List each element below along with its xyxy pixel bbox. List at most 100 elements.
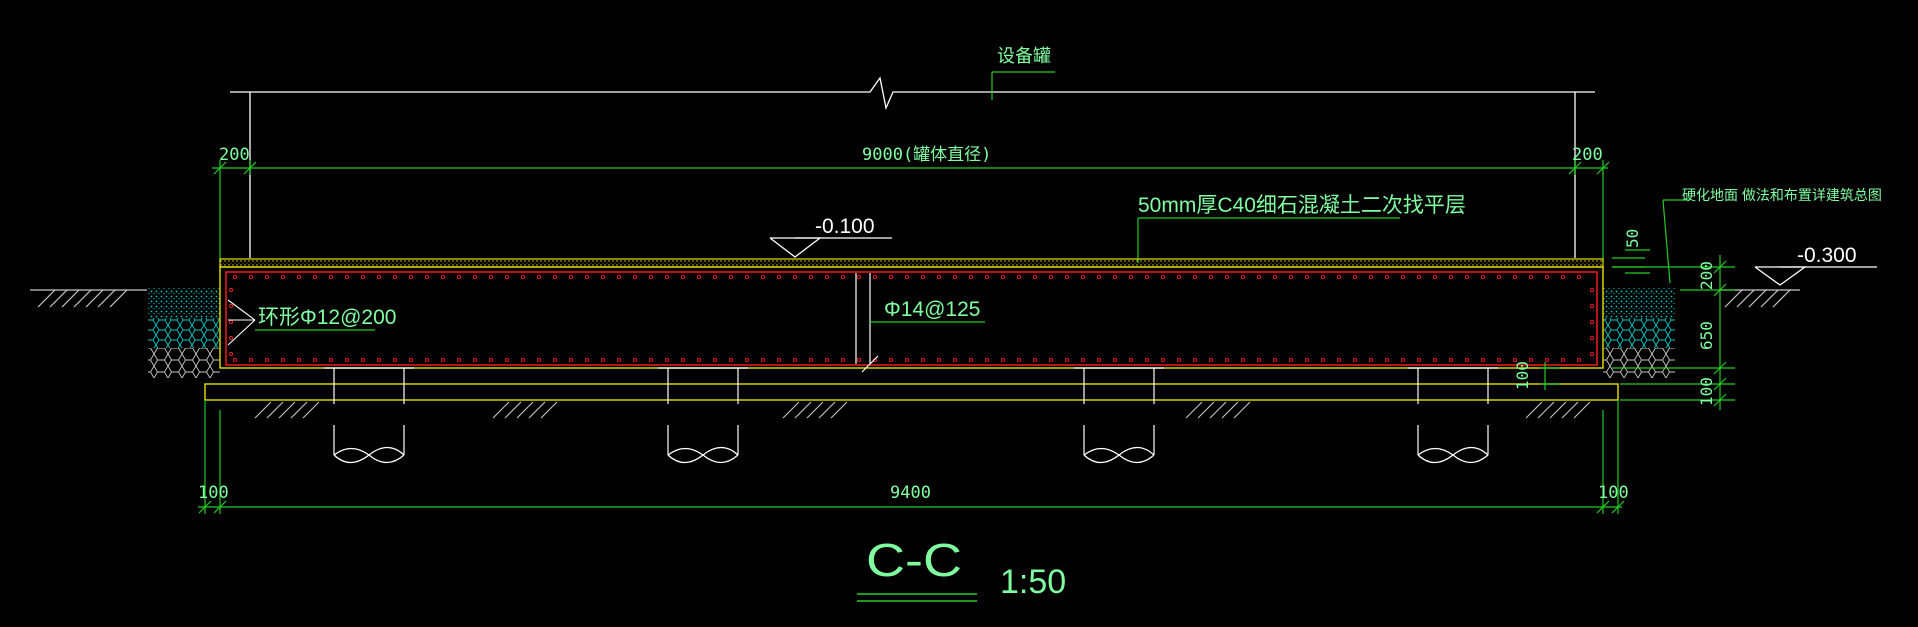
rebar-dots [228, 274, 1595, 363]
piles [324, 367, 1498, 464]
rebar-dot [228, 287, 234, 293]
dim-50-v: 50 [1623, 229, 1642, 248]
rebar-dot [344, 274, 350, 280]
rebar-dot [1384, 357, 1390, 363]
rebar-dot [1336, 274, 1342, 280]
rebar-dot [392, 357, 398, 363]
rebar-dot [616, 274, 622, 280]
rebar-dot [1192, 357, 1198, 363]
rebar-dot [936, 274, 942, 280]
rebar-dot [824, 357, 830, 363]
dim-left-200: 200 [219, 145, 250, 165]
rebar-dot [1144, 274, 1150, 280]
rebar-dot [680, 274, 686, 280]
rebar-dot [1320, 357, 1326, 363]
rebar-dot [408, 274, 414, 280]
rebar-dot [744, 274, 750, 280]
rebar-dot [1128, 357, 1134, 363]
rebar-dot [1576, 357, 1582, 363]
rebar-dot [456, 357, 462, 363]
rebar-dot [600, 357, 606, 363]
rebar-dot [808, 274, 814, 280]
rebar-dot [1288, 274, 1294, 280]
rebar-dot [376, 357, 382, 363]
rebar-dot [520, 357, 526, 363]
rebar-dot [1304, 357, 1310, 363]
rebar-dot [776, 357, 782, 363]
rebar-dot [856, 357, 862, 363]
rebar-dot [520, 274, 526, 280]
rebar-dot [664, 357, 670, 363]
rebar-dot [1352, 357, 1358, 363]
rebar-dot [1304, 274, 1310, 280]
rebar-dot [584, 357, 590, 363]
rebar-dot [232, 357, 238, 363]
rebar-dot [536, 274, 542, 280]
rebar-dot [1368, 357, 1374, 363]
rebar-dot [888, 274, 894, 280]
rebar-dot [1528, 357, 1534, 363]
rebar-dot [920, 274, 926, 280]
backfill-right [1603, 288, 1675, 378]
ring-rebar-leader [227, 299, 256, 346]
dim-right-100: 100 [1598, 483, 1629, 503]
rebar-dot [296, 274, 302, 280]
rebar-dot [792, 274, 798, 280]
rebar-dot [1589, 319, 1595, 325]
rebar-dot [920, 357, 926, 363]
rebar-dot [488, 274, 494, 280]
rebar-dot [1048, 357, 1054, 363]
rebar-dot [952, 357, 958, 363]
rebar-dot [344, 357, 350, 363]
rebar-dot [1352, 274, 1358, 280]
foundation-body [219, 266, 1604, 369]
rebar-dot [632, 274, 638, 280]
rebar-dot [1032, 357, 1038, 363]
rebar-dot [824, 274, 830, 280]
equipment-tank-label: 设备罐 [997, 46, 1051, 67]
rebar-dot [280, 274, 286, 280]
dim-right-200: 200 [1572, 145, 1603, 165]
rebar-dot [1256, 274, 1262, 280]
dim-100-pile: 100 [1513, 361, 1532, 390]
section-underline [857, 593, 977, 602]
ground-right [1720, 289, 1800, 308]
rebar-dot [1224, 274, 1230, 280]
rebar-cage [225, 271, 1598, 366]
rebar-dot [856, 274, 862, 280]
dim-9400: 9400 [890, 483, 931, 503]
rebar-dot [228, 319, 234, 325]
rebar-dot [1160, 357, 1166, 363]
rebar-dot [760, 274, 766, 280]
rebar-dot [360, 357, 366, 363]
rebar-dot [1589, 303, 1595, 309]
rebar-dot [1576, 274, 1582, 280]
rebar-dot [424, 357, 430, 363]
rebar-dot [712, 274, 718, 280]
rebar-dot [696, 357, 702, 363]
rebar-dot [1112, 357, 1118, 363]
rebar-dot [728, 357, 734, 363]
rebar-dot [376, 274, 382, 280]
rebar-dot [408, 357, 414, 363]
rebar-dot [1000, 357, 1006, 363]
rebar-dot [1208, 357, 1214, 363]
rebar-dot [728, 274, 734, 280]
rebar-dot [1464, 274, 1470, 280]
rebar-dot [1224, 357, 1230, 363]
rebar-dot [472, 274, 478, 280]
rebar-dot [1272, 274, 1278, 280]
rebar-dot [1288, 357, 1294, 363]
right-vertical-dimensions [1540, 249, 1735, 410]
rebar-dot [296, 357, 302, 363]
vertical-rebar-marker [855, 273, 879, 373]
rebar-dot [968, 274, 974, 280]
rebar-dot [712, 357, 718, 363]
vertical-rebar-label: Φ14@125 [884, 298, 980, 321]
elevation-minus-0300: -0.300 [1797, 244, 1857, 267]
rebar-dot [328, 357, 334, 363]
rebar-dot [504, 274, 510, 280]
rebar-dot [1496, 274, 1502, 280]
rebar-dot [936, 357, 942, 363]
rebar-dot [600, 274, 606, 280]
